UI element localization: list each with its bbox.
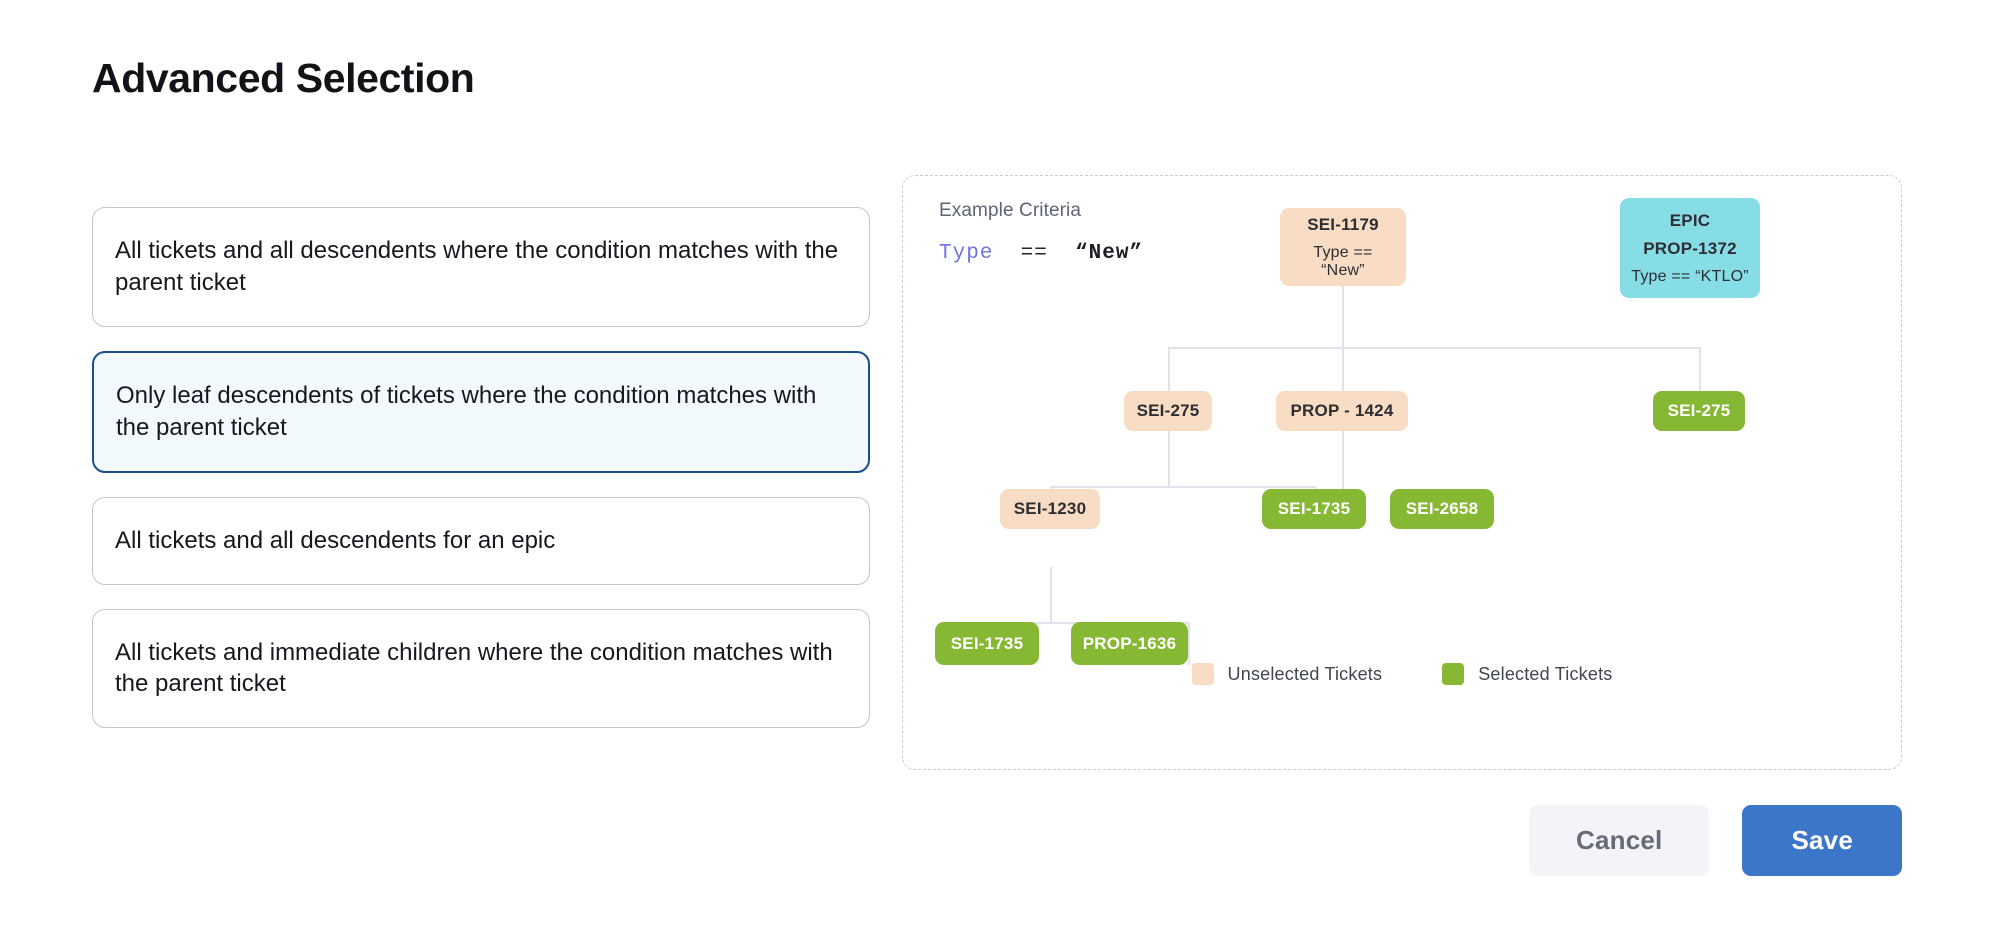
- page-title: Advanced Selection: [92, 55, 475, 101]
- node-title: SEI-275: [1136, 401, 1200, 420]
- diagram-legend: Unselected Tickets Selected Tickets: [903, 663, 1901, 685]
- option-card-all-descendents-epic[interactable]: All tickets and all descendents for an e…: [92, 496, 870, 585]
- legend-label: Unselected Tickets: [1227, 663, 1383, 684]
- node-title: EPIC: [1669, 210, 1711, 230]
- tree-node-prop-1424[interactable]: PROP - 1424: [1276, 391, 1408, 431]
- cancel-button[interactable]: Cancel: [1529, 805, 1710, 876]
- dialog-footer: Cancel Save: [1529, 805, 1902, 876]
- edge-root-down: [1342, 286, 1344, 348]
- node-key: PROP-1372: [1643, 238, 1737, 258]
- criteria-operator: ==: [1020, 242, 1048, 265]
- legend-item-selected: Selected Tickets: [1442, 663, 1612, 685]
- tree-node-sei-275-a[interactable]: SEI-275: [1124, 391, 1212, 431]
- example-criteria-label: Example Criteria: [939, 200, 1082, 221]
- tree-node-sei-2658[interactable]: SEI-2658: [1390, 489, 1494, 529]
- node-subtitle: Type == “New”: [1313, 243, 1373, 279]
- node-title: SEI-275: [1667, 401, 1731, 420]
- edge-to-prop-1636: [1188, 622, 1190, 665]
- selection-options-list: All tickets and all descendents where th…: [92, 207, 870, 729]
- node-title: SEI-1735: [950, 633, 1024, 653]
- edge-prop-1424-down: [1342, 429, 1344, 528]
- legend-swatch-selected-icon: [1442, 663, 1465, 685]
- example-criteria-block: Example Criteria Type == “New”: [939, 200, 1143, 265]
- edge-row2-bar: [1168, 347, 1700, 349]
- option-card-all-descendents-condition[interactable]: All tickets and all descendents where th…: [92, 207, 870, 327]
- option-card-leaf-descendents-condition[interactable]: Only leaf descendents of tickets where t…: [92, 350, 870, 473]
- node-title: PROP-1636: [1082, 633, 1177, 653]
- tree-node-prop-1636[interactable]: PROP-1636: [1071, 622, 1188, 665]
- option-label: All tickets and all descendents where th…: [115, 237, 839, 296]
- edge-to-prop-1424: [1342, 347, 1344, 391]
- tree-node-sei-275-b[interactable]: SEI-275: [1653, 391, 1745, 431]
- tree-node-sei-1179[interactable]: SEI-1179 Type == “New”: [1280, 208, 1406, 286]
- tree-node-sei-1230[interactable]: SEI-1230: [1000, 489, 1100, 529]
- save-button[interactable]: Save: [1742, 805, 1902, 876]
- tree-node-sei-1735-b[interactable]: SEI-1735: [935, 622, 1039, 665]
- criteria-field: Type: [939, 242, 994, 265]
- tree-node-epic-prop-1372[interactable]: EPIC PROP-1372 Type == “KTLO”: [1620, 198, 1760, 298]
- node-title: PROP - 1424: [1290, 401, 1394, 420]
- node-title: SEI-2658: [1405, 499, 1479, 518]
- node-title: SEI-1179: [1307, 214, 1379, 234]
- legend-label: Selected Tickets: [1478, 663, 1613, 684]
- example-criteria-expression: Type == “New”: [939, 242, 1143, 265]
- example-diagram-panel: Example Criteria Type == “New”: [902, 175, 1902, 770]
- option-card-immediate-children-condition[interactable]: All tickets and immediate children where…: [92, 608, 870, 729]
- legend-swatch-unselected-icon: [1191, 663, 1214, 685]
- edge-to-sei-275-b: [1699, 347, 1701, 391]
- option-label: Only leaf descendents of tickets where t…: [116, 381, 817, 441]
- criteria-value: “New”: [1075, 242, 1144, 265]
- edge-to-sei-275-a: [1168, 347, 1170, 391]
- node-subtitle: Type == “KTLO”: [1631, 267, 1749, 285]
- edge-row3-bar: [1050, 486, 1315, 488]
- edge-sei-1230-down: [1050, 567, 1052, 623]
- node-title: SEI-1230: [1013, 499, 1087, 518]
- node-title: SEI-1735: [1277, 499, 1351, 518]
- ticket-tree: SEI-1179 Type == “New” EPIC PROP-1372 Ty…: [903, 176, 1901, 769]
- option-label: All tickets and immediate children where…: [115, 638, 833, 698]
- edge-sei-275-a-down: [1168, 429, 1170, 487]
- tree-node-sei-1735-a[interactable]: SEI-1735: [1262, 489, 1366, 529]
- option-label: All tickets and all descendents for an e…: [115, 526, 556, 554]
- legend-item-unselected: Unselected Tickets: [1191, 663, 1383, 685]
